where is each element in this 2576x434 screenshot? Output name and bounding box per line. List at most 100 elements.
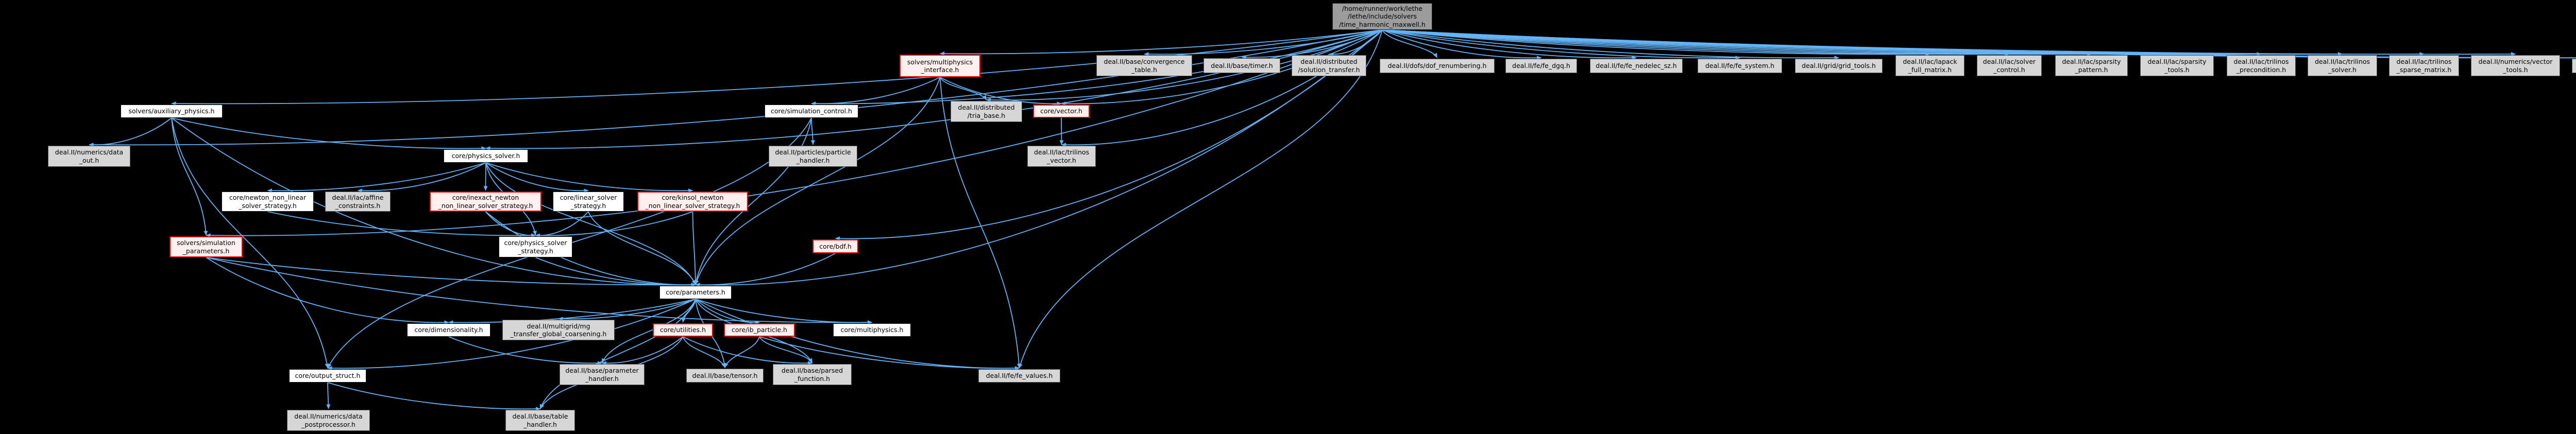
node-label-line: deal.II/grid/grid_tools.h — [1802, 62, 1876, 70]
node-physics-solver[interactable]: core/physics_solver.h — [444, 149, 528, 163]
node-sparsity-pattern[interactable]: deal.II/lac/sparsity_pattern.h — [2055, 55, 2128, 76]
node-label-line: _strategy.h — [518, 247, 553, 255]
node-label-line: deal.II/lac/lapack — [1903, 58, 1957, 66]
node-label-line: core/multiphysics.h — [840, 326, 904, 334]
node-core-vector[interactable]: core/vector.h — [1033, 105, 1090, 118]
node-label-line: _precondition.h — [2236, 65, 2286, 74]
node-ib-particle[interactable]: core/ib_particle.h — [724, 323, 795, 337]
node-utilities[interactable]: core/utilities.h — [653, 323, 713, 337]
node-label-line: _control.h — [1993, 65, 2025, 74]
node-inexact-newton[interactable]: core/inexact_newton_non_linear_solver_st… — [430, 192, 541, 212]
node-convergence-table[interactable]: deal.II/base/convergence_table.h — [1096, 55, 1192, 76]
edge-auxiliary_physics-to-physics_solver — [171, 117, 486, 151]
node-table-handler[interactable]: deal.II/base/table_handler.h — [505, 410, 575, 431]
edge-root-to-core_vector — [1061, 29, 1383, 106]
edge-multiphysics_interface-to-fe_values — [939, 77, 1021, 369]
edge-output_struct-to-data_postprocessor — [326, 382, 331, 409]
node-label-line: deal.II/distributed — [958, 103, 1015, 112]
node-trilinos-vector[interactable]: deal.II/lac/trilinos_vector.h — [1027, 146, 1096, 167]
node-parameters[interactable]: core/parameters.h — [659, 286, 732, 299]
edge-root-to-sparsity_tools — [1382, 29, 2177, 57]
node-solver-control[interactable]: deal.II/lac/solver_control.h — [1977, 55, 2042, 76]
node-label-line: deal.II/base/parameter — [565, 367, 639, 375]
edge-simulation_parameters-to-parameters — [206, 257, 696, 287]
edge-root-to-fe_dgq — [1382, 29, 1541, 60]
node-dof-renumbering[interactable]: deal.II/dofs/dof_renumbering.h — [1380, 59, 1495, 73]
node-label-line: core/simulation_control.h — [771, 107, 852, 115]
edge-simulation_control-to-particle_handler — [810, 117, 815, 145]
node-label-line: core/utilities.h — [659, 326, 706, 334]
node-timer[interactable]: deal.II/base/timer.h — [1204, 58, 1280, 73]
edge-multiphysics_interface-to-tria_base — [939, 77, 987, 100]
node-parsed-function[interactable]: deal.II/base/parsed_function.h — [773, 364, 852, 385]
node-grid-tools[interactable]: deal.II/grid/grid_tools.h — [1795, 59, 1883, 73]
node-sparsity-tools[interactable]: deal.II/lac/sparsity_tools.h — [2140, 55, 2214, 76]
node-label-line: _tools.h — [2164, 65, 2190, 74]
node-label-line: core/vector.h — [1040, 107, 1082, 115]
node-data-out[interactable]: deal.II/numerics/data_out.h — [48, 146, 130, 167]
node-label-line: deal.II/dofs/dof_renumbering.h — [1387, 62, 1487, 70]
node-label-line: solvers/auxiliary_physics.h — [128, 107, 215, 115]
edge-parameters-to-multiphysics — [695, 299, 872, 325]
edge-auxiliary_physics-to-data_out — [89, 117, 172, 147]
node-solution-transfer[interactable]: deal.II/distributed/solution_transfer.h — [1292, 55, 1366, 76]
node-tria-base[interactable]: deal.II/distributed/tria_base.h — [951, 101, 1022, 122]
node-bdf[interactable]: core/bdf.h — [812, 239, 858, 253]
node-newton-nl[interactable]: core/newton_non_linear_solver_strategy.h — [222, 192, 314, 212]
node-label-line: deal.II/fe/fe_system.h — [1705, 62, 1775, 70]
node-simulation-parameters[interactable]: solvers/simulation_parameters.h — [170, 236, 243, 257]
node-parameter-handler[interactable]: deal.II/base/parameter_handler.h — [560, 364, 645, 385]
edge-utilities-to-parameter_handler — [602, 336, 684, 366]
node-label-line: deal.II/fe/fe_dgq.h — [1512, 62, 1570, 70]
node-fe-values[interactable]: deal.II/fe/fe_values.h — [978, 369, 1060, 383]
node-label-line: core/ib_particle.h — [732, 326, 787, 334]
edge-root-to-tria_base — [986, 29, 1383, 102]
node-label-line: core/kinsol_newton — [662, 194, 724, 202]
node-multiphysics-interface[interactable]: solvers/multiphysics_interface.h — [900, 55, 980, 77]
node-trilinos-solver[interactable]: deal.II/lac/trilinos_solver.h — [2308, 55, 2377, 76]
node-label-line: _handler.h — [523, 420, 557, 428]
edge-auxiliary_physics-to-simulation_parameters — [171, 117, 208, 236]
edge-ib_particle-to-parsed_function — [759, 336, 813, 363]
node-lapack-full-matrix[interactable]: deal.II/lac/lapack_full_matrix.h — [1895, 55, 1964, 76]
node-fe-dgq[interactable]: deal.II/fe/fe_dgq.h — [1505, 59, 1577, 73]
node-auxiliary-physics[interactable]: solvers/auxiliary_physics.h — [121, 105, 223, 118]
edge-parameters-to-ib_particle — [695, 299, 760, 325]
node-vector-tools[interactable]: deal.II/numerics/vector_tools.h — [2471, 55, 2560, 76]
edge-physics_solver-to-linear_strategy — [485, 162, 589, 193]
node-tensor[interactable]: deal.II/base/tensor.h — [686, 369, 764, 383]
node-label-line: /time_harmonic_maxwell.h — [1339, 20, 1426, 28]
node-label-line: deal.II/lac/trilinos — [2314, 58, 2370, 66]
node-linear-strategy[interactable]: core/linear_solver_strategy.h — [553, 192, 624, 212]
node-particle-handler[interactable]: deal.II/particles/particle_handler.h — [769, 146, 857, 167]
node-label-line: solvers/multiphysics — [907, 58, 973, 66]
node-fe-system[interactable]: deal.II/fe/fe_system.h — [1698, 59, 1782, 73]
node-dimensionality[interactable]: core/dimensionality.h — [407, 323, 490, 337]
node-trilinos-precondition[interactable]: deal.II/lac/trilinos_precondition.h — [2227, 55, 2296, 76]
node-affine-constraints[interactable]: deal.II/lac/affine_constraints.h — [325, 192, 391, 212]
edge-multiphysics_interface-to-simulation_control — [811, 77, 940, 106]
node-fe-nedelec-sz[interactable]: deal.II/fe/fe_nedelec_sz.h — [1590, 59, 1683, 73]
edge-kinsol_newton-to-parameters — [692, 211, 698, 285]
node-label-line: _solver.h — [2328, 65, 2357, 74]
node-label-line: deal.II/numerics/data — [55, 148, 124, 157]
node-label-line: deal.II/fe/fe_values.h — [986, 372, 1053, 380]
node-multiphysics[interactable]: core/multiphysics.h — [833, 323, 911, 337]
node-label-line: _out.h — [79, 156, 99, 164]
edge-simulation_parameters-to-multiphysics — [206, 257, 872, 325]
node-kinsol-newton[interactable]: core/kinsol_newton_non_linear_solver_str… — [637, 192, 748, 212]
node-label-line: _handler.h — [585, 374, 619, 383]
node-data-postprocessor[interactable]: deal.II/numerics/data_postprocessor.h — [287, 410, 370, 431]
node-simulation-control[interactable]: core/simulation_control.h — [765, 105, 858, 118]
node-mg-transfer[interactable]: deal.II/multigrid/mg_transfer_global_coa… — [502, 320, 615, 340]
node-memory-h[interactable]: memory.h — [2572, 59, 2576, 73]
node-physics-solver-strategy[interactable]: core/physics_solver_strategy.h — [499, 236, 572, 257]
node-trilinos-sparse-matrix[interactable]: deal.II/lac/trilinos_sparse_matrix.h — [2389, 55, 2459, 76]
node-label-line: deal.II/multigrid/mg — [527, 322, 590, 330]
node-output-struct[interactable]: core/output_struct.h — [289, 369, 366, 383]
node-label-line: deal.II/lac/trilinos — [2396, 58, 2452, 66]
edge-physics_solver_strategy-to-parameters — [535, 257, 696, 287]
edge-ib_particle-to-fe_values — [759, 336, 1020, 371]
